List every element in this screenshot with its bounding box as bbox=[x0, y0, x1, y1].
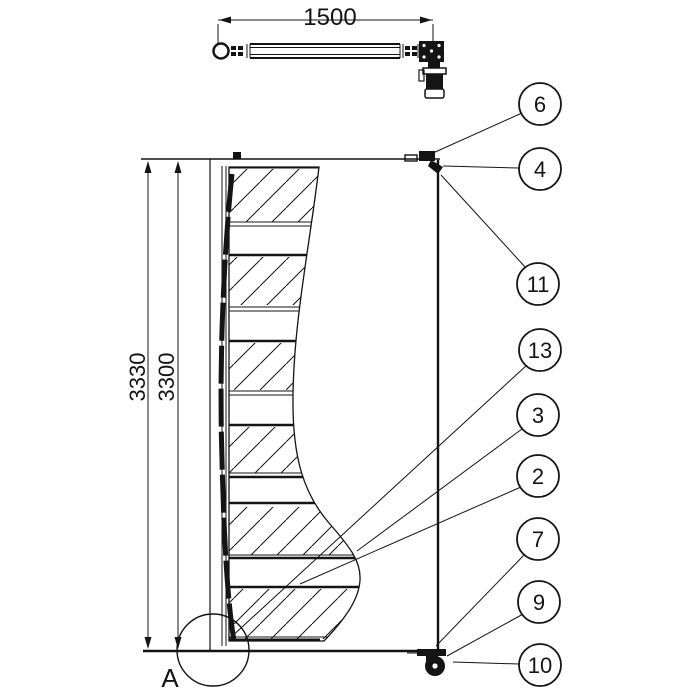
balloon-13: 13 bbox=[518, 328, 562, 372]
caster-hub bbox=[432, 663, 438, 669]
beam-end-cap bbox=[212, 42, 230, 60]
curved-side-panel bbox=[218, 173, 237, 642]
gearbox-bolt bbox=[437, 43, 441, 48]
hatched-shelf bbox=[229, 589, 361, 639]
top-view-width-dimension: 1500 bbox=[217, 4, 434, 44]
bolt-detail bbox=[405, 52, 410, 56]
leader-3 bbox=[356, 428, 523, 552]
detail-label: A bbox=[161, 663, 179, 693]
leader-6 bbox=[432, 112, 523, 154]
shelf-stack-outline bbox=[228, 166, 361, 642]
beam-joint-lines bbox=[246, 44, 251, 58]
balloon-9: 9 bbox=[517, 580, 561, 624]
motor-neck bbox=[428, 62, 440, 68]
height-dimension-outer: 3330 bbox=[125, 161, 152, 649]
balloon-circle bbox=[516, 262, 560, 306]
caster-bracket bbox=[417, 649, 446, 656]
dimension-value: 3330 bbox=[125, 353, 150, 402]
balloon-circle bbox=[518, 643, 562, 687]
balloon-number: 4 bbox=[534, 157, 546, 182]
gearbox-shaft bbox=[429, 49, 434, 53]
dimension-arrow-top bbox=[174, 161, 182, 173]
leader-13 bbox=[228, 364, 528, 640]
balloon-callouts: 6 4 11 13 3 2 7 9 bbox=[228, 82, 562, 687]
bolt-detail bbox=[238, 52, 243, 56]
leader-2 bbox=[299, 486, 522, 585]
caster-wheel-assembly bbox=[407, 649, 446, 676]
motor-body bbox=[426, 74, 443, 89]
shelf-edges bbox=[229, 167, 361, 641]
leader-4 bbox=[442, 166, 520, 169]
dimension-arrow-right bbox=[420, 16, 432, 24]
balloon-circle bbox=[517, 580, 561, 624]
bolt-detail bbox=[412, 52, 417, 56]
gearbox-bolt bbox=[437, 55, 441, 59]
bolt-detail bbox=[238, 46, 243, 50]
height-dimension-inner: 3300 bbox=[154, 161, 182, 649]
bolt-detail bbox=[231, 46, 236, 50]
dimension-arrow-top bbox=[144, 161, 152, 173]
hatched-shelf bbox=[229, 169, 361, 222]
top-view: 1500 bbox=[212, 4, 447, 99]
bracket-block bbox=[419, 151, 435, 161]
balloon-10: 10 bbox=[518, 643, 562, 687]
top-hinge-bracket bbox=[404, 151, 443, 174]
leader-7 bbox=[435, 552, 527, 647]
balloon-number: 9 bbox=[533, 590, 545, 615]
balloon-6: 6 bbox=[518, 82, 562, 126]
bracket-plate bbox=[404, 154, 418, 162]
balloon-circle bbox=[516, 517, 560, 561]
hatched-shelf bbox=[229, 507, 361, 555]
detail-circle-a: A bbox=[161, 613, 250, 693]
balloon-2: 2 bbox=[516, 454, 560, 498]
balloon-circle bbox=[518, 328, 562, 372]
balloon-number: 3 bbox=[532, 403, 544, 428]
dimension-value: 3300 bbox=[154, 353, 179, 402]
detail-circle bbox=[176, 613, 250, 687]
motor-flange bbox=[422, 67, 447, 75]
leader-11 bbox=[440, 174, 527, 269]
hatched-shelf bbox=[229, 343, 361, 390]
balloon-number: 13 bbox=[528, 338, 552, 363]
beam-right-joint bbox=[399, 44, 419, 58]
balloon-11: 11 bbox=[516, 262, 560, 306]
motor-terminal-box bbox=[418, 69, 425, 82]
gearbox-bolt bbox=[422, 43, 426, 48]
balloon-7: 7 bbox=[516, 517, 560, 561]
front-view: 3330 3300 A bbox=[125, 151, 446, 693]
motor-end-cap bbox=[424, 88, 445, 99]
bolt-detail bbox=[231, 52, 236, 56]
top-view-drive-unit bbox=[418, 41, 447, 99]
balloon-number: 6 bbox=[534, 92, 546, 117]
gearbox-bolt bbox=[422, 55, 426, 59]
balloon-number: 7 bbox=[532, 527, 544, 552]
bolt-detail bbox=[412, 46, 417, 50]
top-view-beam bbox=[212, 42, 419, 60]
balloon-4: 4 bbox=[518, 147, 562, 191]
dimension-arrow-bottom bbox=[144, 637, 152, 649]
hatched-shelf bbox=[229, 257, 361, 305]
balloon-circle bbox=[516, 393, 560, 437]
bolt-detail bbox=[405, 46, 410, 50]
balloon-3: 3 bbox=[516, 393, 560, 437]
hatched-shelf bbox=[229, 427, 361, 473]
balloon-circle bbox=[516, 454, 560, 498]
leader-10 bbox=[452, 662, 520, 665]
top-fitting bbox=[233, 152, 241, 159]
balloon-number: 10 bbox=[528, 653, 552, 678]
balloon-number: 2 bbox=[532, 464, 544, 489]
bracket-arm bbox=[428, 160, 443, 174]
shelf-stack bbox=[229, 167, 361, 641]
balloon-circle bbox=[518, 82, 562, 126]
balloon-number: 11 bbox=[527, 272, 550, 297]
dimension-value: 1500 bbox=[303, 4, 356, 31]
balloon-circle bbox=[518, 147, 562, 191]
leader-9 bbox=[446, 612, 526, 657]
dimension-arrow-left bbox=[219, 16, 231, 24]
